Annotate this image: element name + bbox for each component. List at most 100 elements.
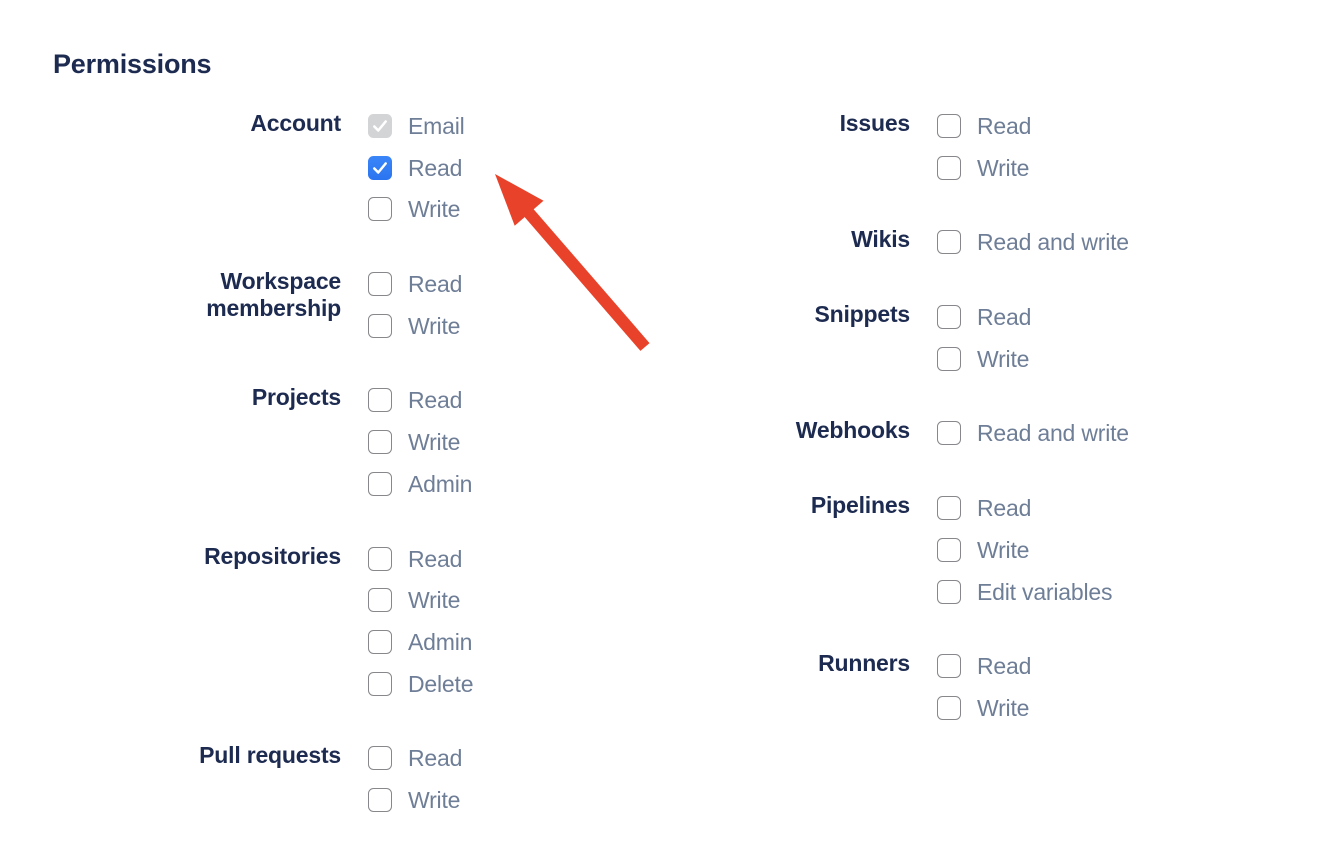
- permission-group-label: Snippets: [814, 301, 910, 328]
- checkbox-account-read[interactable]: [368, 155, 392, 180]
- permission-group-options: Read Write Admin: [368, 388, 472, 513]
- checkbox-label[interactable]: Write: [977, 536, 1030, 563]
- checkbox-label[interactable]: Email: [408, 113, 465, 139]
- permission-option-issues-read[interactable]: Read: [937, 114, 1031, 138]
- checkbox-label[interactable]: Read: [977, 113, 1032, 139]
- permission-group-options: Email Read Write: [368, 114, 465, 239]
- checkbox-repositories-write[interactable]: [368, 588, 392, 613]
- checkbox-label[interactable]: Read: [977, 653, 1032, 680]
- checkbox-wikis-read-and-write[interactable]: [937, 230, 961, 255]
- permission-option-projects-read[interactable]: Read: [368, 387, 472, 414]
- permission-option-repositories-write[interactable]: Write: [368, 587, 473, 614]
- checkbox-projects-admin[interactable]: [368, 471, 392, 496]
- checkbox-label[interactable]: Admin: [408, 628, 473, 655]
- checkbox-account-email[interactable]: [368, 114, 392, 138]
- annotation-arrow-head: [495, 174, 544, 226]
- permission-option-account-read[interactable]: Read: [368, 154, 465, 181]
- checkbox-runners-write[interactable]: [937, 695, 961, 720]
- checkbox-pipelines-read[interactable]: [937, 496, 961, 521]
- checkbox-label[interactable]: Read and write: [977, 229, 1129, 256]
- checkbox-webhooks-read-and-write[interactable]: [937, 421, 961, 446]
- checkbox-label[interactable]: Read: [408, 745, 463, 772]
- checkbox-label[interactable]: Admin: [408, 470, 473, 497]
- checkbox-label[interactable]: Write: [977, 694, 1030, 721]
- permission-group-issues: Issues Read Write: [569, 110, 1129, 197]
- permission-group-repositories: Repositories Read Write Admin Delete: [0, 543, 474, 714]
- permission-group-label: Pull requests: [199, 742, 341, 769]
- checkbox-label[interactable]: Read and write: [977, 420, 1129, 447]
- permission-group-options: Read and write: [937, 230, 1129, 272]
- permission-option-pull-requests-write[interactable]: Write: [368, 786, 462, 813]
- permission-group-options: Read Write Edit variables: [937, 496, 1112, 621]
- checkbox-label[interactable]: Write: [408, 587, 461, 614]
- checkbox-pull-requests-read[interactable]: [368, 746, 392, 771]
- checkbox-projects-read[interactable]: [368, 388, 392, 413]
- permission-option-runners-read[interactable]: Read: [937, 653, 1032, 680]
- permission-group-options: Read Write: [368, 746, 462, 829]
- page-title: Permissions: [53, 49, 212, 79]
- permission-option-account-email[interactable]: Email: [368, 114, 465, 138]
- checkbox-label[interactable]: Write: [408, 429, 461, 456]
- checkbox-label[interactable]: Read: [977, 304, 1032, 331]
- permission-option-pipelines-write[interactable]: Write: [937, 536, 1112, 563]
- permission-option-snippets-write[interactable]: Write: [937, 345, 1031, 372]
- checkbox-label[interactable]: Read: [408, 271, 463, 298]
- permission-option-repositories-admin[interactable]: Admin: [368, 628, 473, 655]
- checkbox-label[interactable]: Write: [408, 312, 461, 339]
- permissions-column-right: Issues Read Write Wikis Read and write S…: [569, 110, 1129, 771]
- permission-option-issues-write[interactable]: Write: [937, 154, 1031, 181]
- permission-option-repositories-read[interactable]: Read: [368, 545, 473, 572]
- checkbox-account-write[interactable]: [368, 197, 392, 222]
- permission-option-pipelines-read[interactable]: Read: [937, 495, 1112, 522]
- checkbox-runners-read[interactable]: [937, 654, 961, 679]
- permission-group-label: Issues: [839, 110, 911, 136]
- checkbox-label[interactable]: Edit variables: [977, 578, 1113, 605]
- permissions-column-left: Account Email Read Write Workspace membe…: [0, 110, 474, 844]
- permission-option-wikis-read-and-write[interactable]: Read and write: [937, 229, 1129, 256]
- checkbox-label[interactable]: Read: [408, 545, 463, 572]
- checkbox-label[interactable]: Write: [408, 786, 461, 813]
- checkbox-repositories-admin[interactable]: [368, 629, 392, 654]
- permission-option-webhooks-read-and-write[interactable]: Read and write: [937, 420, 1129, 447]
- checkbox-label[interactable]: Delete: [408, 670, 474, 697]
- permission-option-workspace-membership-write[interactable]: Write: [368, 312, 462, 339]
- checkbox-snippets-read[interactable]: [937, 305, 961, 330]
- permission-group-webhooks: Webhooks Read and write: [569, 417, 1129, 463]
- checkbox-repositories-read[interactable]: [368, 546, 392, 571]
- permission-option-pipelines-edit-variables[interactable]: Edit variables: [937, 578, 1113, 605]
- permission-option-repositories-delete[interactable]: Delete: [368, 670, 474, 697]
- permission-option-projects-admin[interactable]: Admin: [368, 470, 473, 497]
- checkbox-label[interactable]: Write: [408, 196, 461, 223]
- permission-group-projects: Projects Read Write Admin: [0, 384, 473, 513]
- permission-option-runners-write[interactable]: Write: [937, 694, 1031, 721]
- checkbox-label[interactable]: Read: [408, 387, 463, 414]
- checkbox-workspace-membership-write[interactable]: [368, 313, 392, 338]
- permission-option-projects-write[interactable]: Write: [368, 429, 472, 456]
- checkmark-icon: [373, 120, 387, 132]
- checkbox-snippets-write[interactable]: [937, 346, 961, 371]
- checkbox-label[interactable]: Read: [977, 495, 1032, 522]
- checkbox-label[interactable]: Write: [977, 345, 1030, 372]
- permission-group-options: Read Write: [368, 272, 462, 355]
- permission-group-workspace-membership: Workspace membership Read Write: [0, 268, 473, 355]
- permission-option-workspace-membership-read[interactable]: Read: [368, 271, 463, 298]
- checkbox-label[interactable]: Read: [408, 154, 463, 181]
- checkbox-workspace-membership-read[interactable]: [368, 272, 392, 297]
- checkbox-pipelines-write[interactable]: [937, 537, 961, 562]
- checkbox-projects-write[interactable]: [368, 430, 392, 455]
- permission-group-label: Workspace membership: [206, 268, 341, 322]
- checkbox-pull-requests-write[interactable]: [368, 787, 392, 812]
- checkbox-issues-write[interactable]: [937, 155, 961, 180]
- permission-group-options: Read Write: [937, 305, 1031, 388]
- checkbox-repositories-delete[interactable]: [368, 671, 392, 696]
- permission-group-label: Webhooks: [795, 417, 910, 444]
- permission-group-options: Read and write: [937, 421, 1129, 463]
- permission-option-account-write[interactable]: Write: [368, 196, 465, 223]
- permission-option-pull-requests-read[interactable]: Read: [368, 745, 463, 772]
- permission-group-snippets: Snippets Read Write: [569, 301, 1129, 388]
- checkbox-pipelines-edit-variables[interactable]: [937, 579, 961, 604]
- permission-group-pull-requests: Pull requests Read Write: [0, 742, 473, 829]
- checkbox-issues-read[interactable]: [937, 114, 961, 138]
- checkbox-label[interactable]: Write: [977, 154, 1030, 181]
- permission-option-snippets-read[interactable]: Read: [937, 304, 1032, 331]
